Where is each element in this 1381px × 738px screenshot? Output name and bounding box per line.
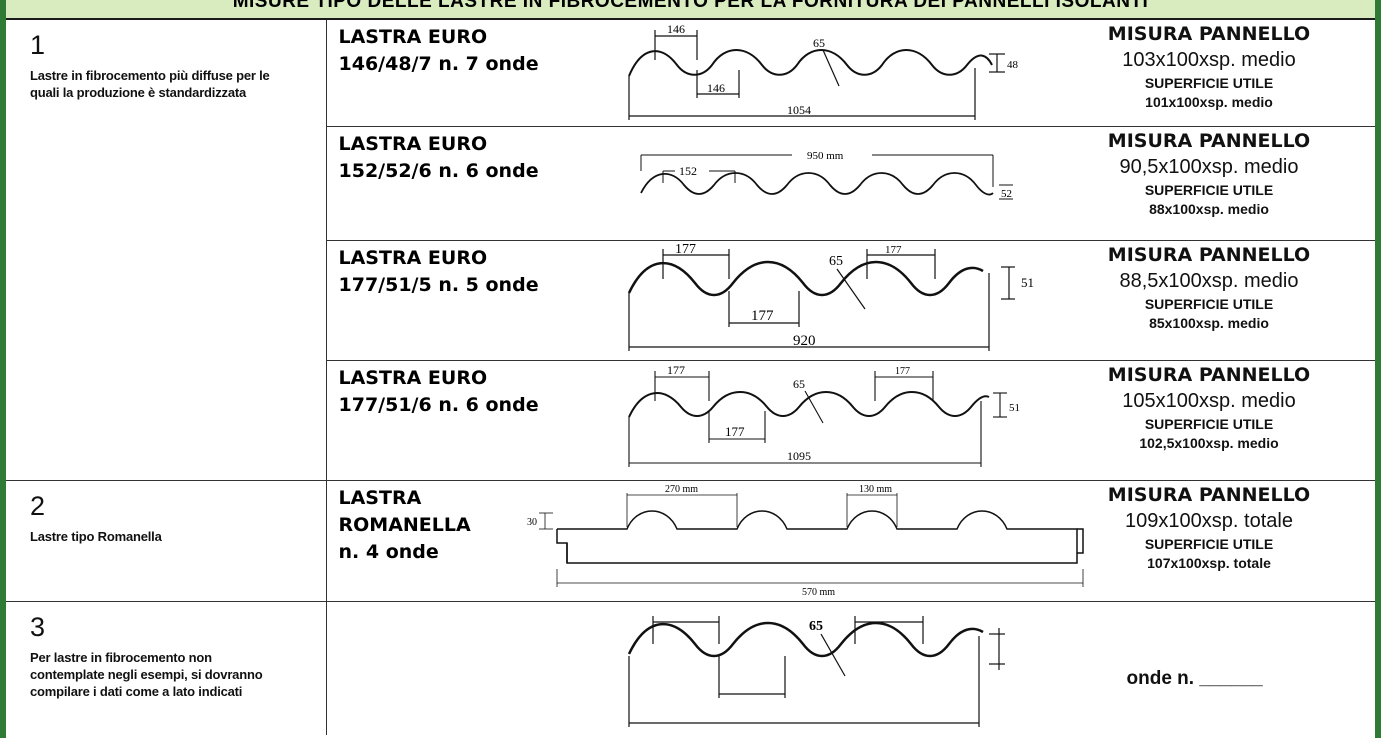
- table-row: LASTRA EURO 177/51/5 n. 5 onde: [6, 240, 1375, 361]
- category-description: Lastre tipo Romanella: [30, 529, 162, 544]
- panel-size-title: MISURA PANNELLO: [1107, 130, 1311, 152]
- useful-surface-value: 88x100xsp. medio: [1149, 201, 1269, 217]
- profile-drawing-romanella: 270 mm 130 mm 30 570 mm: [527, 484, 1084, 598]
- lastra-name: LASTRA EURO 152/52/6 n. 6 onde: [338, 133, 539, 182]
- onde-count-field[interactable]: onde n. ______: [1126, 668, 1263, 689]
- panel-info: MISURA PANNELLO 88,5x100xsp. medio SUPER…: [1069, 243, 1349, 333]
- dim-pitch2-label: 130 mm: [859, 484, 892, 495]
- table-row: LASTRA EURO 177/51/6 n. 6 onde: [6, 360, 1375, 481]
- dim-pitch-label: 177: [675, 242, 696, 257]
- lastra-name: LASTRA EURO 177/51/6 n. 6 onde: [338, 367, 539, 416]
- category-description: Per lastre in fibrocemento non contempla…: [30, 650, 263, 699]
- dim-width-label: 920: [793, 333, 816, 349]
- useful-surface-title: SUPERFICIE UTILE: [1144, 536, 1274, 552]
- panel-size-title: MISURA PANNELLO: [1107, 244, 1311, 266]
- panel-size-value: 109x100xsp. totale: [1125, 510, 1293, 532]
- lastra-name: LASTRA EURO 146/48/7 n. 7 onde: [338, 26, 539, 75]
- dim-width-label: 1054: [787, 103, 811, 117]
- useful-surface-title: SUPERFICIE UTILE: [1144, 296, 1274, 312]
- dim-height-label: 51: [1009, 402, 1020, 414]
- lastra-cell: LASTRA EURO 152/52/6 n. 6 onde 950: [326, 126, 1375, 241]
- panel-size-title: MISURA PANNELLO: [1107, 23, 1311, 45]
- dim-pitch-label: 177: [667, 363, 685, 377]
- lastra-cell: LASTRA ROMANELLA n. 4 onde 270 mm: [326, 480, 1375, 602]
- table-row: LASTRA EURO 152/52/6 n. 6 onde 950: [6, 126, 1375, 241]
- table-row: 2 Lastre tipo Romanella LASTRA ROMANELLA…: [6, 480, 1375, 602]
- dim-pitch-label: 146: [667, 22, 685, 36]
- dim-height-label: 48: [1007, 59, 1019, 71]
- lastra-cell: LASTRA EURO 177/51/5 n. 5 onde: [326, 240, 1375, 361]
- dim-radius-label: 65: [813, 36, 825, 50]
- lastra-cell: LASTRA EURO 146/48/7 n. 7 onde: [326, 20, 1375, 127]
- header-bar: MISURE TIPO DELLE LASTRE IN FIBROCEMENTO…: [6, 0, 1375, 20]
- panel-size-value: 103x100xsp. medio: [1122, 49, 1296, 71]
- category-cell-2: 2 Lastre tipo Romanella: [6, 480, 327, 602]
- dim-pitch-label: 270 mm: [665, 484, 698, 495]
- dim-height-label: 52: [1001, 188, 1012, 200]
- panel-info: MISURA PANNELLO 109x100xsp. totale SUPER…: [1069, 483, 1349, 573]
- profile-drawing-146: 146 146 65 48 1054: [627, 22, 1019, 120]
- profile-drawing-177-6: 177 177 177 65 51 1095: [627, 363, 1020, 467]
- panel-size-title: MISURA PANNELLO: [1107, 364, 1311, 386]
- dim-pitch2-label: 177: [725, 424, 745, 439]
- dim-radius-label: 65: [829, 254, 843, 269]
- document-title: MISURE TIPO DELLE LASTRE IN FIBROCEMENTO…: [232, 0, 1149, 12]
- useful-surface-value: 107x100xsp. totale: [1147, 555, 1271, 571]
- profile-drawing-custom: 65: [627, 616, 1005, 727]
- panel-info: MISURA PANNELLO 105x100xsp. medio SUPERF…: [1069, 363, 1349, 453]
- lastra-cell: 65 onde n. ______: [326, 602, 1375, 736]
- category-number: 2: [30, 491, 46, 521]
- useful-surface-value: 85x100xsp. medio: [1149, 315, 1269, 331]
- useful-surface-title: SUPERFICIE UTILE: [1144, 75, 1274, 91]
- dim-pitch2-label: 146: [707, 81, 725, 95]
- lastra-cell: LASTRA EURO 177/51/6 n. 6 onde: [326, 360, 1375, 481]
- dim-width-label: 950 mm: [807, 150, 844, 162]
- category-number: 1: [30, 30, 46, 60]
- dim-pitch3-label: 177: [895, 366, 910, 377]
- panel-info: MISURA PANNELLO 90,5x100xsp. medio SUPER…: [1069, 129, 1349, 219]
- useful-surface-value: 102,5x100xsp. medio: [1139, 435, 1279, 451]
- category-number: 3: [30, 612, 46, 642]
- useful-surface-title: SUPERFICIE UTILE: [1144, 416, 1274, 432]
- panel-info: MISURA PANNELLO 103x100xsp. medio SUPERF…: [1069, 22, 1349, 112]
- category-cell-3: 3 Per lastre in fibrocemento non contemp…: [6, 601, 327, 735]
- panel-size-title: MISURA PANNELLO: [1107, 484, 1311, 506]
- dim-radius-label: 65: [793, 377, 805, 391]
- lastra-name: LASTRA ROMANELLA n. 4 onde: [338, 487, 471, 563]
- lastra-name: LASTRA EURO 177/51/5 n. 5 onde: [338, 247, 539, 296]
- dim-radius-label: 65: [809, 619, 823, 634]
- category-description: Lastre in fibrocemento più diffuse per l…: [30, 68, 270, 100]
- dim-pitch-label: 152: [679, 164, 697, 178]
- useful-surface-title: SUPERFICIE UTILE: [1144, 182, 1274, 198]
- table-row: 3 Per lastre in fibrocemento non contemp…: [6, 601, 1375, 736]
- category-cell-1: 1 Lastre in fibrocemento più diffuse per…: [6, 20, 327, 481]
- dim-height-label: 51: [1021, 275, 1034, 290]
- profile-drawing-177-5: 177 177 177 65 51 920: [627, 242, 1034, 351]
- lastre-table: 1 Lastre in fibrocemento più diffuse per…: [6, 20, 1375, 735]
- panel-size-value: 88,5x100xsp. medio: [1119, 270, 1299, 292]
- dim-height-label: 30: [527, 517, 537, 528]
- panel-size-value: 90,5x100xsp. medio: [1119, 156, 1299, 178]
- panel-size-value: 105x100xsp. medio: [1122, 390, 1296, 412]
- dim-pitch3-label: 177: [885, 244, 902, 256]
- useful-surface-value: 101x100xsp. medio: [1145, 94, 1273, 110]
- dim-width-label: 570 mm: [802, 587, 835, 598]
- profile-drawing-152: 950 mm 152 52: [639, 150, 1013, 200]
- dim-width-label: 1095: [787, 449, 811, 463]
- dim-pitch2-label: 177: [751, 308, 774, 324]
- table-row: 1 Lastre in fibrocemento più diffuse per…: [6, 20, 1375, 481]
